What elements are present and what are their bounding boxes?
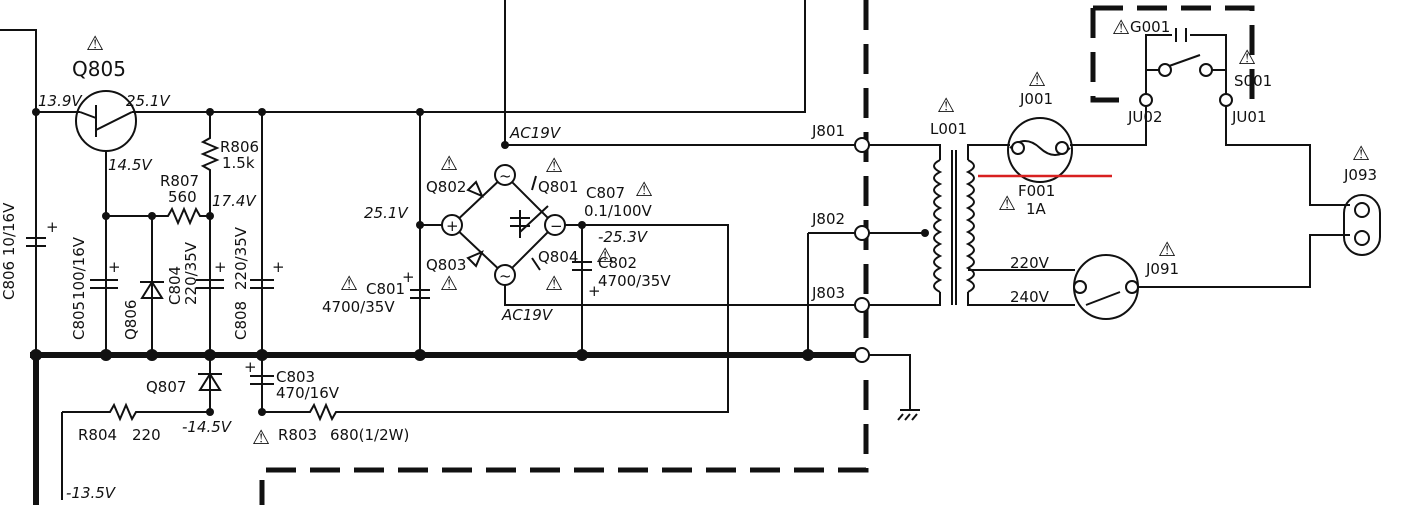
warning-icon: ⚠ bbox=[340, 271, 358, 295]
q805-out-voltage: 25.1V bbox=[126, 92, 171, 110]
f001-label: F001 bbox=[1018, 182, 1055, 200]
voltage-25-1-bridge: 25.1V bbox=[364, 204, 409, 222]
wiring bbox=[0, 0, 1381, 505]
svg-text:+: + bbox=[272, 258, 285, 276]
r807-value: 560 bbox=[168, 188, 197, 206]
r803-value: 680(1/2W) bbox=[330, 426, 409, 444]
voltage-neg-25-3: -25.3V bbox=[598, 228, 649, 246]
q805-in-voltage: 13.9V bbox=[38, 92, 83, 110]
warning-icon: ⚠ bbox=[440, 151, 458, 175]
r803-label: R803 bbox=[278, 426, 317, 444]
r806-value: 1.5k bbox=[222, 154, 255, 172]
c804-label: C804 bbox=[166, 266, 184, 305]
connector-nodes bbox=[441, 63, 1233, 363]
warning-icon: ⚠ bbox=[1352, 141, 1370, 165]
c805-value: 100/16V bbox=[70, 236, 88, 300]
c802-label: C802 bbox=[598, 254, 637, 272]
warning-icons: ⚠ ⚠ ⚠ ⚠ ⚠ ⚠ ⚠ ⚠ ⚠ ⚠ ⚠ ⚠ ⚠ ⚠ ⚠ ⚠ bbox=[86, 15, 1370, 449]
r804-label: R804 bbox=[78, 426, 117, 444]
warning-icon: ⚠ bbox=[86, 31, 104, 55]
l001-label: L001 bbox=[930, 120, 967, 138]
transformer-core bbox=[951, 150, 957, 305]
ju02-label: JU02 bbox=[1127, 108, 1163, 126]
q801-label: Q801 bbox=[538, 178, 578, 196]
voltage-neg-13-5: -13.5V bbox=[66, 484, 117, 502]
r806-resistor bbox=[200, 112, 220, 216]
warning-icon: ⚠ bbox=[1238, 45, 1256, 69]
warning-icon: ⚠ bbox=[1028, 67, 1046, 91]
svg-text:+: + bbox=[446, 217, 459, 235]
c804-value: 220/35V bbox=[182, 241, 200, 305]
svg-text:+: + bbox=[108, 258, 121, 276]
ac19-top: AC19V bbox=[509, 124, 562, 142]
q805-label: Q805 bbox=[72, 57, 126, 81]
labels: Q805 13.9V 25.1V 14.5V R806 1.5k R807 56… bbox=[0, 18, 1377, 502]
warning-icon: ⚠ bbox=[545, 271, 563, 295]
warning-icon: ⚠ bbox=[937, 93, 955, 117]
selector-240v: 240V bbox=[1010, 288, 1050, 306]
c801-value: 4700/35V bbox=[322, 298, 395, 316]
q806-label: Q806 bbox=[122, 300, 140, 340]
svg-text:~: ~ bbox=[499, 167, 512, 185]
warning-icon: ⚠ bbox=[998, 191, 1016, 215]
j091-label: J091 bbox=[1145, 260, 1179, 278]
ju01-label: JU01 bbox=[1231, 108, 1267, 126]
junction-dots bbox=[30, 108, 929, 416]
j001-label: J001 bbox=[1019, 90, 1053, 108]
c808-label: C808 bbox=[232, 301, 250, 340]
warning-icon: ⚠ bbox=[1112, 15, 1130, 39]
c805-label: C805 bbox=[70, 301, 88, 340]
shield-outline bbox=[259, 0, 1255, 505]
q807-label: Q807 bbox=[146, 378, 186, 396]
voltage-17-4: 17.4V bbox=[212, 192, 257, 210]
q802-label: Q802 bbox=[426, 178, 466, 196]
j802-label: J802 bbox=[811, 210, 845, 228]
r807-resistor bbox=[106, 206, 210, 226]
warning-icon: ⚠ bbox=[596, 243, 614, 267]
warning-icon: ⚠ bbox=[545, 153, 563, 177]
r807-label: R807 bbox=[160, 172, 199, 190]
svg-text:+: + bbox=[46, 218, 59, 236]
c801-label: C801 bbox=[366, 280, 405, 298]
ac19-bottom: AC19V bbox=[501, 306, 554, 324]
j803-label: J803 bbox=[811, 284, 845, 302]
svg-text:+: + bbox=[244, 358, 257, 376]
svg-text:+: + bbox=[588, 282, 601, 300]
warning-icon: ⚠ bbox=[252, 425, 270, 449]
r806-label: R806 bbox=[220, 138, 259, 156]
c803-value: 470/16V bbox=[276, 384, 340, 402]
svg-text:~: ~ bbox=[499, 267, 512, 285]
svg-text:−: − bbox=[550, 217, 563, 235]
q804-label: Q804 bbox=[538, 248, 578, 266]
inlet-body bbox=[1343, 194, 1381, 256]
warning-icon: ⚠ bbox=[635, 177, 653, 201]
selector-220v: 220V bbox=[1010, 254, 1050, 272]
bridge-node-symbols: + − ~ ~ bbox=[446, 167, 563, 285]
c808-value: 220/35V bbox=[232, 226, 250, 290]
q805-base-voltage: 14.5V bbox=[108, 156, 153, 174]
fuse-rating: 1A bbox=[1026, 200, 1047, 218]
svg-text:+: + bbox=[402, 268, 415, 286]
j801-label: J801 bbox=[811, 122, 845, 140]
j093-label: J093 bbox=[1343, 166, 1377, 184]
svg-text:+: + bbox=[214, 258, 227, 276]
voltage-neg-14-5: -14.5V bbox=[182, 418, 233, 436]
q803-label: Q803 bbox=[426, 256, 466, 274]
c807-value: 0.1/100V bbox=[584, 202, 653, 220]
g001-label: G001 bbox=[1130, 18, 1170, 36]
fuse-holder bbox=[1007, 117, 1073, 183]
c806-label: C806 10/16V bbox=[0, 202, 18, 300]
r804-value: 220 bbox=[132, 426, 161, 444]
c803-label: C803 bbox=[276, 368, 315, 386]
c802-value: 4700/35V bbox=[598, 272, 671, 290]
warning-icon: ⚠ bbox=[1158, 237, 1176, 261]
c807-label: C807 bbox=[586, 184, 625, 202]
polarity-marks: + + + + + + + bbox=[46, 218, 601, 376]
warning-icon: ⚠ bbox=[440, 271, 458, 295]
s001-label: S001 bbox=[1234, 72, 1272, 90]
